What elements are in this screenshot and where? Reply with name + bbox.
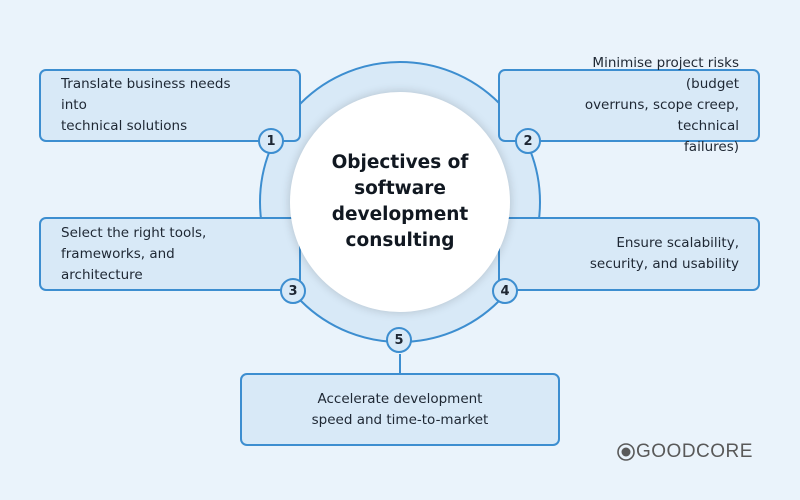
number-badge-2: 2 (515, 128, 541, 154)
objective-2-line-1: Minimise project risks (budget (592, 55, 739, 92)
number-badge-1: 1 (258, 128, 284, 154)
goodcore-logo: GOODCORE (617, 440, 753, 464)
objective-3-line-3: architecture (61, 266, 143, 283)
objective-1-line-1: Translate business needs into (61, 76, 231, 113)
number-badge-3: 3 (280, 278, 306, 304)
objective-1-line-2: technical solutions (61, 118, 188, 134)
objective-4-line-1: Ensure scalability, (616, 235, 739, 251)
number-badge-5: 5 (386, 327, 412, 353)
objective-5-line-1: Accelerate development (317, 390, 483, 407)
logo-text: GOODCORE (636, 441, 753, 462)
objective-3-line-1: Select the right tools, (61, 224, 207, 241)
objective-5-line-2: speed and time-to-market (311, 411, 489, 428)
objective-box-5: Accelerate development speed and time-to… (240, 373, 560, 446)
objective-box-1: Translate business needs into technical … (39, 69, 301, 142)
objective-3-line-2: frameworks, and (61, 245, 175, 262)
logo-mark-icon (617, 443, 635, 461)
center-circle: Objectives of software development consu… (290, 92, 510, 312)
number-badge-4: 4 (492, 278, 518, 304)
objective-text-4: Ensure scalability, security, and usabil… (590, 233, 739, 275)
objective-4-line-2: security, and usability (589, 256, 739, 272)
objective-box-2: Minimise project risks (budget overruns,… (498, 55, 760, 155)
connector-line (399, 354, 401, 373)
objective-2-line-2: overruns, scope creep, technical (584, 97, 739, 134)
objective-text-3: Select the right tools, frameworks, and … (61, 223, 206, 286)
objective-box-4: Ensure scalability, security, and usabil… (498, 217, 760, 291)
objective-text-5: Accelerate development speed and time-to… (312, 389, 489, 431)
objective-text-1: Translate business needs into technical … (61, 74, 239, 137)
diagram-title: Objectives of software development consu… (331, 152, 469, 251)
objective-box-3: Select the right tools, frameworks, and … (39, 217, 301, 291)
objective-2-line-3: failures) (684, 139, 739, 155)
objective-text-2: Minimise project risks (budget overruns,… (560, 53, 739, 158)
